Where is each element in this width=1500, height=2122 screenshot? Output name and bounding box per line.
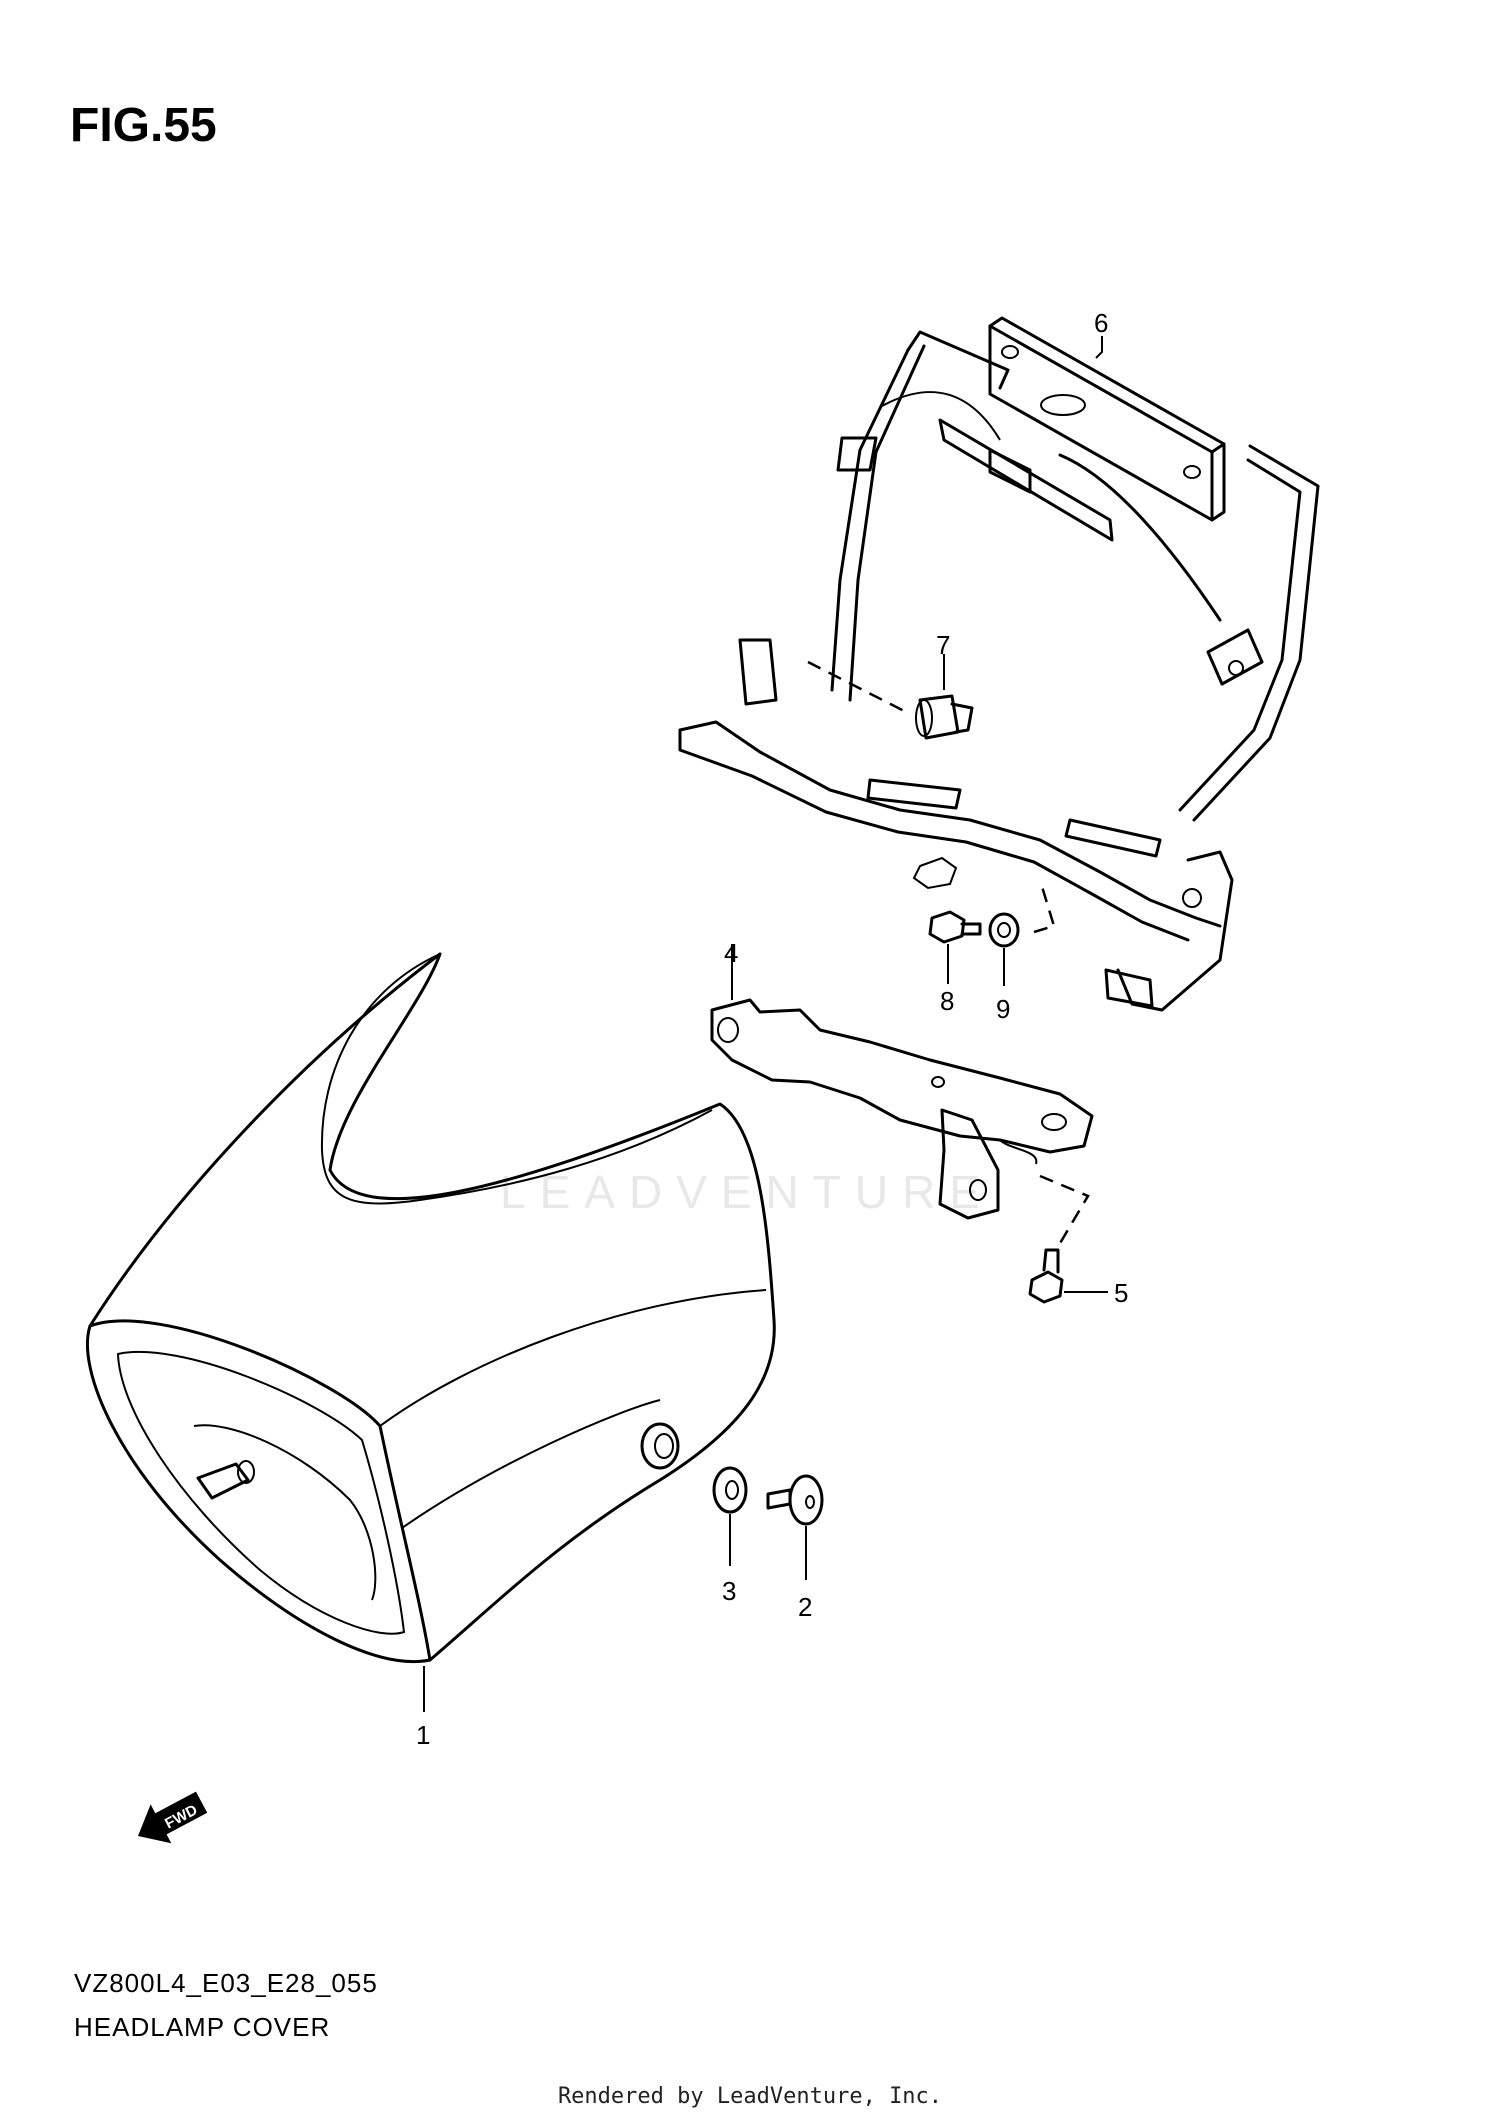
callout-6: 6 bbox=[1094, 308, 1108, 338]
callout-9: 9 bbox=[996, 994, 1010, 1024]
part-headlamp-cover-1 bbox=[85, 952, 776, 1663]
callout-8: 8 bbox=[940, 986, 954, 1016]
fwd-arrow-icon: FWD bbox=[138, 1791, 208, 1844]
diagram-caption: HEADLAMP COVER bbox=[74, 2012, 331, 2042]
part-side-bracket-4 bbox=[710, 998, 1094, 1220]
leader-5 bbox=[1039, 1174, 1090, 1251]
leader-7 bbox=[807, 660, 911, 716]
callout-5: 5 bbox=[1114, 1278, 1128, 1308]
watermark: LEADVENTURE bbox=[500, 1166, 994, 1218]
callout-4: 4 bbox=[724, 938, 738, 968]
part-washer-3 bbox=[712, 1466, 748, 1514]
leader-9 bbox=[1033, 879, 1056, 934]
part-bolt-5 bbox=[1028, 1248, 1064, 1304]
part-bolt-8 bbox=[928, 910, 982, 944]
headlamp-bracket-frame bbox=[678, 316, 1320, 1012]
callout-1: 1 bbox=[416, 1720, 430, 1750]
render-credit: Rendered by LeadVenture, Inc. bbox=[557, 2084, 943, 2109]
figure-title: FIG.55 bbox=[70, 99, 217, 152]
callout-2: 2 bbox=[798, 1592, 812, 1622]
part-grommet-7 bbox=[915, 694, 974, 740]
diagram-code: VZ800L4_E03_E28_055 bbox=[74, 1968, 378, 1998]
callout-line-6 bbox=[1095, 336, 1103, 359]
callout-3: 3 bbox=[722, 1576, 736, 1606]
part-screw-2 bbox=[766, 1474, 824, 1526]
part-nut-9 bbox=[988, 912, 1020, 948]
callout-7: 7 bbox=[936, 630, 950, 660]
